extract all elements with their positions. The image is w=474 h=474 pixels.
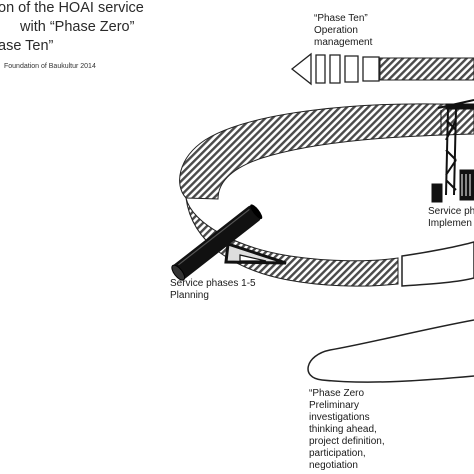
implementation-label-2: Implemen <box>428 218 472 229</box>
crane-icon <box>431 99 474 203</box>
credit-text: Foundation of Baukultur 2014 <box>4 63 96 70</box>
phase-ten-band <box>290 52 474 86</box>
phase-zero-line: “Phase Zero <box>309 388 365 399</box>
phase-zero-line: investigations <box>309 412 370 423</box>
phase-ten-label-2: Operation <box>314 25 358 36</box>
upper-spiral-band <box>179 103 474 200</box>
pen-and-triangle-icon <box>171 204 287 281</box>
phase-zero-line: project definition, <box>309 436 385 447</box>
planning-label-1: Service phases 1-5 <box>170 278 256 289</box>
phase-ten-label-3: management <box>314 37 373 48</box>
phase-zero-line: Preliminary <box>309 400 360 411</box>
phase-zero-segment <box>307 319 474 383</box>
phase-zero-line: negotiation <box>309 460 358 471</box>
phase-zero-line: participation, <box>309 448 366 459</box>
title-line-3: ase Ten” <box>0 38 54 54</box>
planning-white-segment <box>401 241 474 287</box>
title-line-1: on of the HOAI service <box>0 0 144 16</box>
planning-label-2: Planning <box>170 290 209 301</box>
title-line-2: with “Phase Zero” <box>20 19 135 35</box>
phase-ten-label-1: “Phase Ten” <box>314 13 368 24</box>
implementation-label-1: Service ph <box>428 206 474 217</box>
phase-zero-line: thinking ahead, <box>309 424 377 435</box>
